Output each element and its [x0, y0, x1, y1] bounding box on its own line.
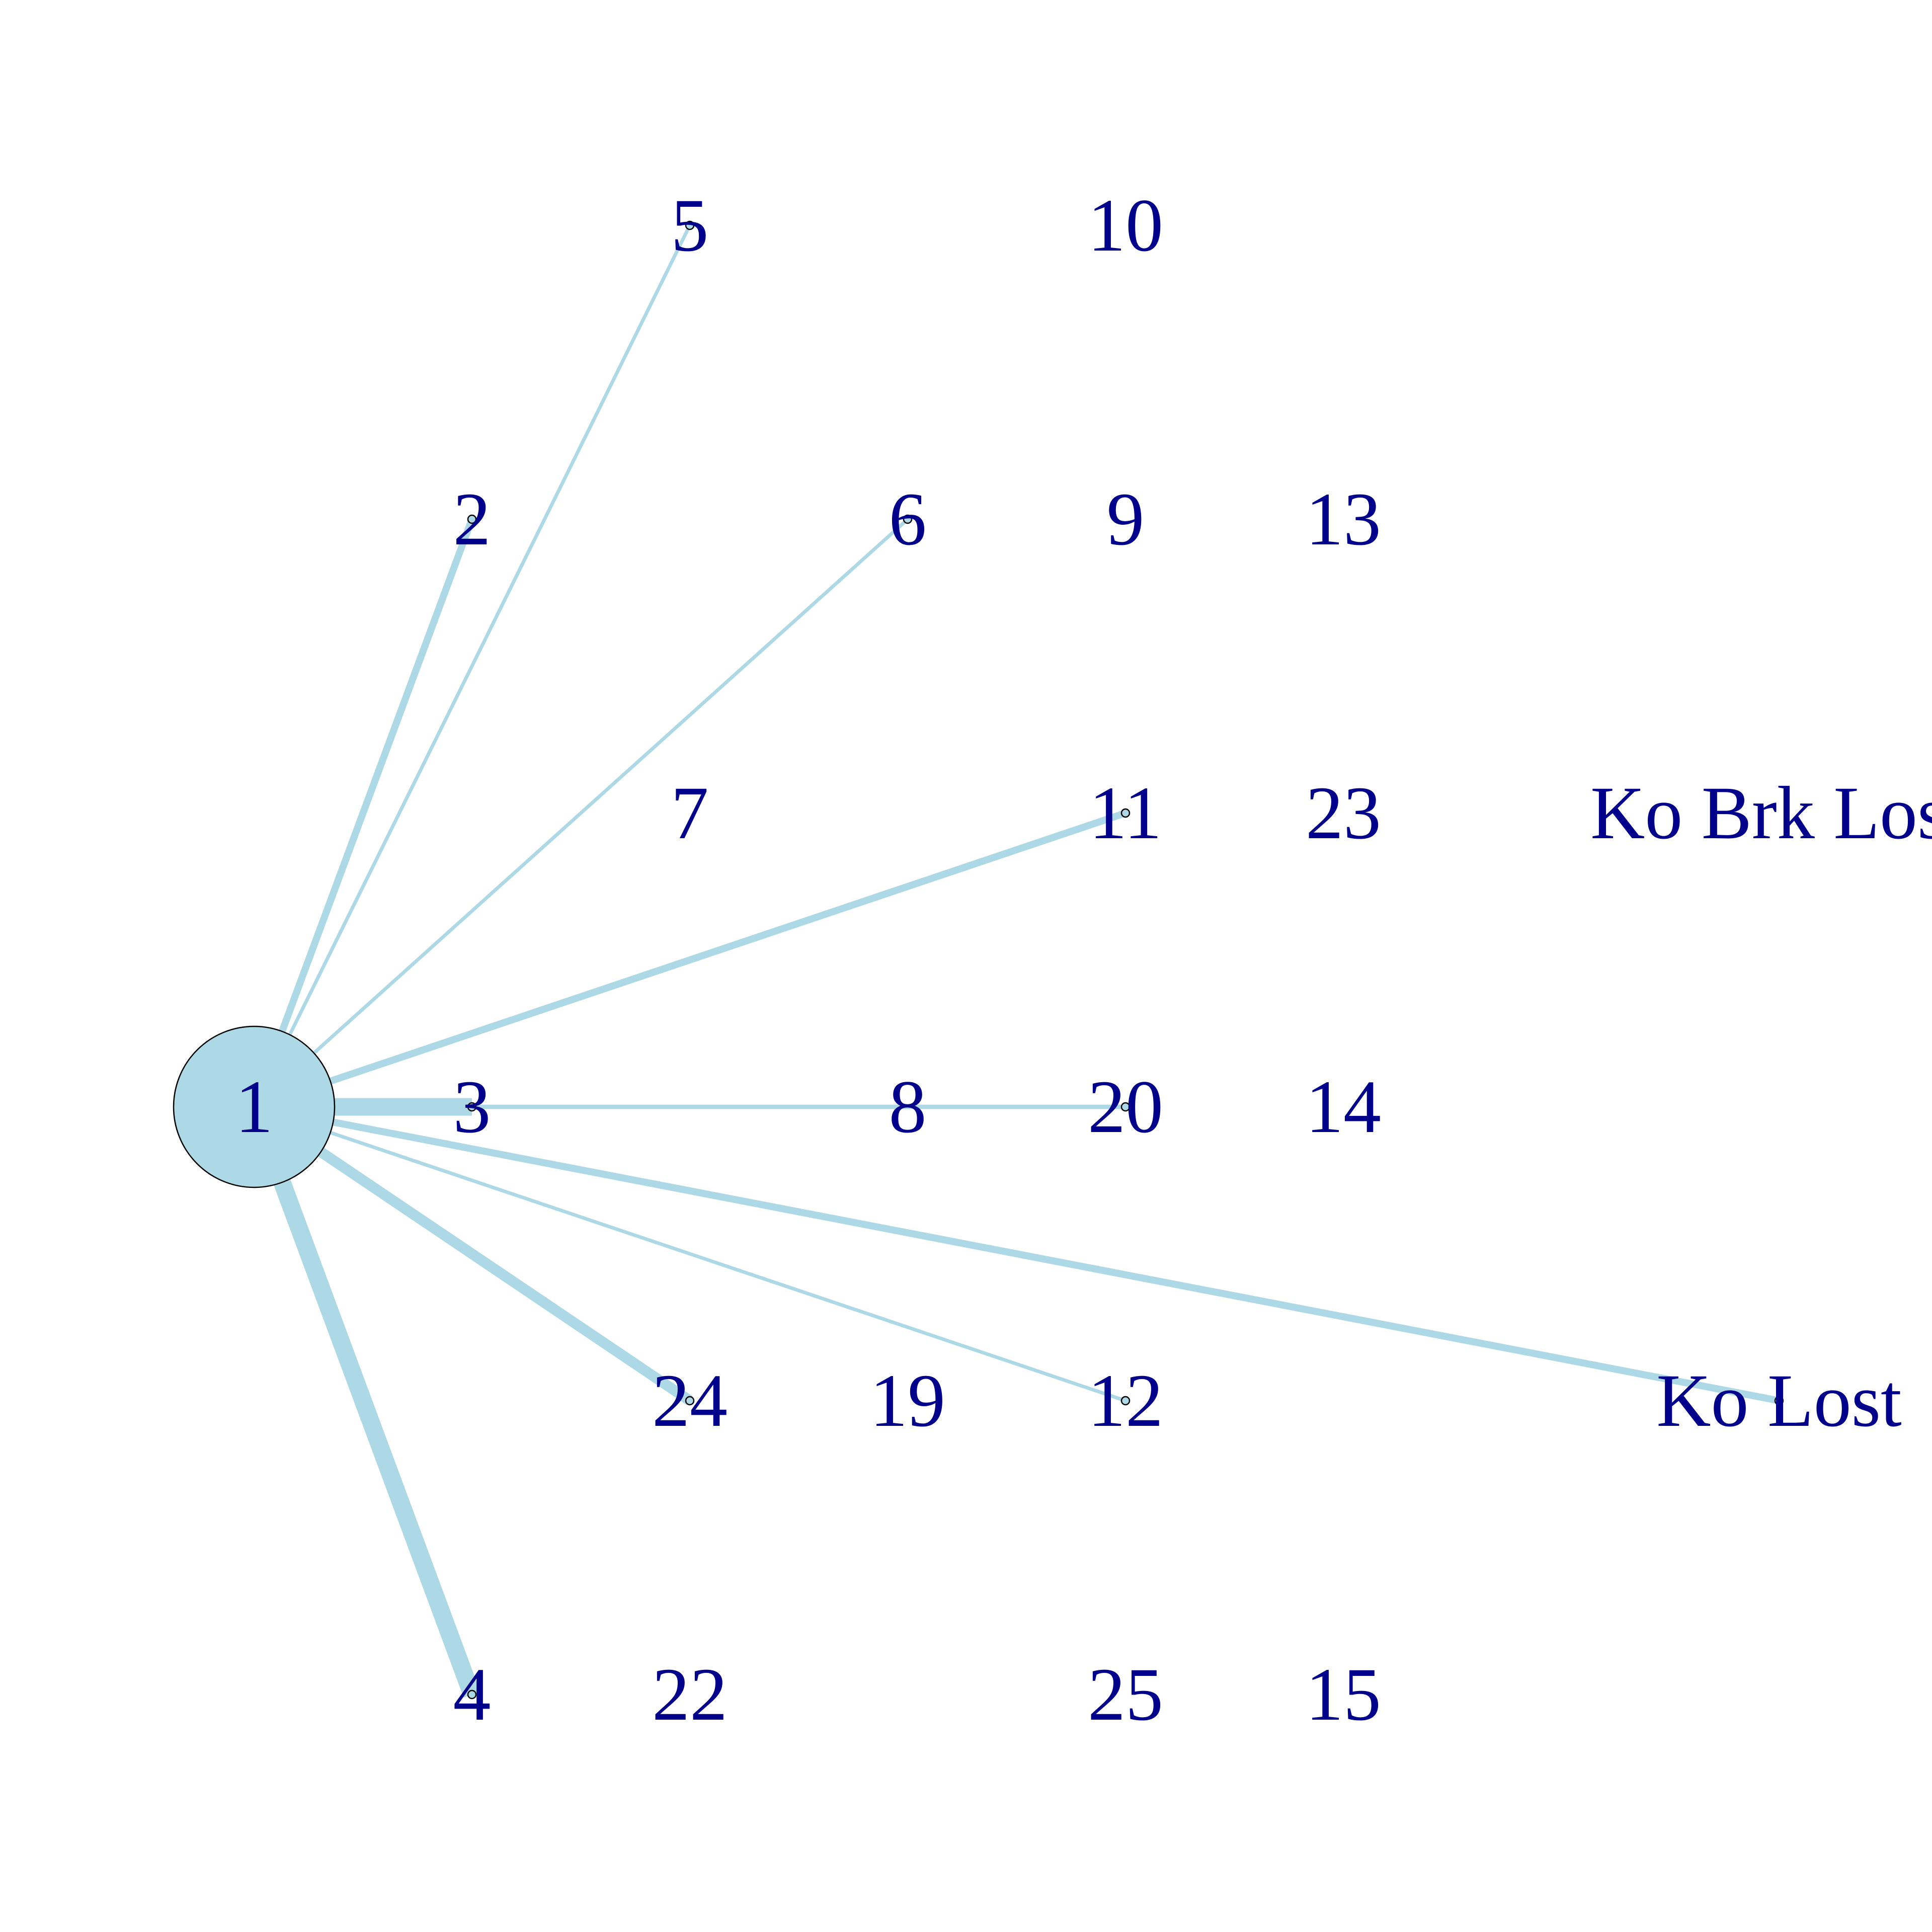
node-label-15: 15	[1306, 1653, 1381, 1736]
node-label-20: 20	[1088, 1065, 1163, 1149]
edges-layer	[246, 224, 1780, 1698]
node-label-4: 4	[453, 1653, 491, 1736]
node-label-10: 10	[1088, 184, 1163, 267]
node-6[interactable]	[903, 514, 913, 524]
edge-1-2	[251, 518, 475, 1108]
node-label-13: 13	[1306, 477, 1381, 561]
node-label-ko_lost: Ko Lost	[1656, 1359, 1902, 1442]
node-label-5: 5	[671, 184, 709, 267]
node-label-11: 11	[1089, 771, 1162, 855]
node-24[interactable]	[685, 1396, 695, 1406]
node-label-2: 2	[453, 477, 491, 561]
node-ko_lost[interactable]	[1774, 1396, 1784, 1406]
edge-1-ko_lost	[253, 1103, 1780, 1404]
node-1[interactable]	[173, 1025, 336, 1188]
node-label-9: 9	[1107, 477, 1145, 561]
node-3[interactable]	[467, 1102, 477, 1112]
node-4[interactable]	[467, 1689, 477, 1700]
node-20[interactable]	[1120, 1102, 1131, 1112]
node-label-ko_brk_lost: Ko Brk Lost	[1590, 771, 1932, 855]
nodes-layer	[173, 220, 1784, 1700]
node-2[interactable]	[467, 514, 477, 524]
edge-1-11	[253, 810, 1127, 1110]
edge-1-6	[253, 518, 909, 1108]
node-label-6: 6	[889, 477, 927, 561]
node-label-24: 24	[652, 1359, 728, 1442]
node-label-3: 3	[453, 1065, 491, 1149]
node-label-12: 12	[1088, 1359, 1163, 1442]
node-label-22: 22	[652, 1653, 728, 1736]
node-12[interactable]	[1120, 1396, 1131, 1406]
node-5[interactable]	[685, 220, 695, 230]
node-label-7: 7	[671, 771, 709, 855]
node-label-23: 23	[1306, 771, 1381, 855]
node-label-8: 8	[889, 1065, 927, 1149]
edge-1-5	[252, 224, 692, 1108]
edge-1-24	[251, 1102, 693, 1405]
node-11[interactable]	[1120, 808, 1131, 818]
node-label-19: 19	[870, 1359, 945, 1442]
node-label-25: 25	[1088, 1653, 1163, 1736]
node-label-14: 14	[1306, 1065, 1381, 1149]
edge-1-12	[253, 1105, 1126, 1403]
node-label-1: 1	[235, 1065, 273, 1149]
edge-1-4	[246, 1103, 480, 1698]
